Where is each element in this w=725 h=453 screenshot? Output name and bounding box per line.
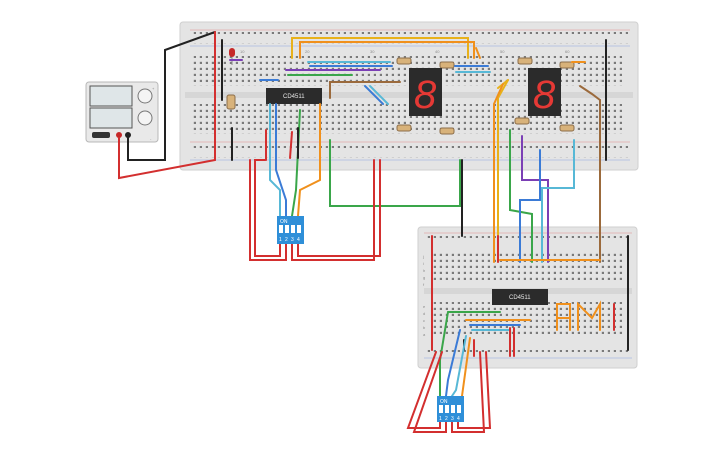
switch-number: 4 — [297, 237, 300, 243]
row-letter: f — [423, 282, 425, 287]
power-switch[interactable] — [92, 132, 110, 138]
minus-label: - — [150, 136, 152, 141]
switch-toggle[interactable] — [297, 225, 301, 233]
dip-wires-1 — [231, 103, 381, 261]
row-letter: d — [423, 311, 425, 316]
switch-number: 3 — [291, 237, 294, 243]
chip-label: CD4511 — [283, 94, 305, 100]
wires-small-board — [431, 235, 629, 357]
current-knob[interactable] — [137, 110, 153, 126]
col-number: 50 — [500, 49, 505, 54]
switch-toggle[interactable] — [445, 405, 449, 413]
row-letter: j — [422, 254, 424, 259]
seven-segment-display-2: 8 — [528, 68, 561, 117]
small-terminal-top — [432, 252, 622, 280]
display-digit: 8 — [533, 73, 556, 117]
switch-number: 4 — [457, 416, 460, 422]
cd4511-chip-2: CD4511 — [492, 289, 548, 305]
switch-toggle[interactable] — [291, 225, 295, 233]
top-power-rail-a — [190, 32, 630, 36]
col-number: 30 — [370, 49, 375, 54]
switch-toggle[interactable] — [439, 405, 443, 413]
plus-label: + — [152, 86, 155, 91]
row-letter: h — [423, 268, 425, 273]
dip-on-label: ON — [280, 219, 288, 225]
small-top-rail — [426, 236, 630, 240]
switch-toggle[interactable] — [451, 405, 455, 413]
wires-power — [118, 31, 607, 180]
dip-switch-2[interactable]: ON 1 2 3 4 — [437, 396, 464, 422]
chip-label: CD4511 — [509, 295, 531, 301]
bottom-power-rail-a — [190, 146, 630, 150]
voltage-knob[interactable] — [137, 88, 153, 104]
dip-on-label: ON — [440, 399, 448, 405]
row-letter: b — [423, 325, 426, 330]
terminal-minus-icon[interactable] — [125, 132, 131, 138]
bottom-power-rail-b — [190, 154, 630, 158]
switch-number: 2 — [445, 416, 448, 422]
dip-switch-1[interactable]: ON 1 2 3 4 — [277, 216, 304, 244]
power-supply[interactable]: - — [85, 81, 159, 143]
switch-number: 1 — [439, 416, 442, 422]
row-letter: e — [423, 304, 426, 309]
resistors-main — [226, 57, 575, 135]
wires-main-top — [229, 37, 481, 105]
row-letter: g — [423, 275, 425, 280]
switch-toggle[interactable] — [279, 225, 283, 233]
dip-wires-2 — [406, 311, 492, 433]
display-digit: 8 — [414, 73, 437, 117]
col-number: 40 — [435, 49, 440, 54]
col-number: 20 — [305, 49, 310, 54]
switch-number: 2 — [285, 237, 288, 243]
small-bottom-rail — [426, 350, 630, 354]
col-number: 10 — [240, 49, 245, 54]
switch-toggle[interactable] — [285, 225, 289, 233]
switch-number: 3 — [451, 416, 454, 422]
switch-toggle[interactable] — [457, 405, 461, 413]
cd4511-chip-1: CD4511 — [266, 88, 322, 104]
row-letter: a — [423, 332, 426, 337]
switch-number: 1 — [279, 237, 282, 243]
wires-between-boards — [329, 79, 601, 263]
seven-segment-display-1: 8 — [409, 68, 442, 117]
row-letter: c — [423, 318, 425, 323]
col-number: 60 — [565, 49, 570, 54]
row-letter: i — [423, 261, 424, 266]
terminal-plus-icon[interactable] — [116, 132, 122, 138]
